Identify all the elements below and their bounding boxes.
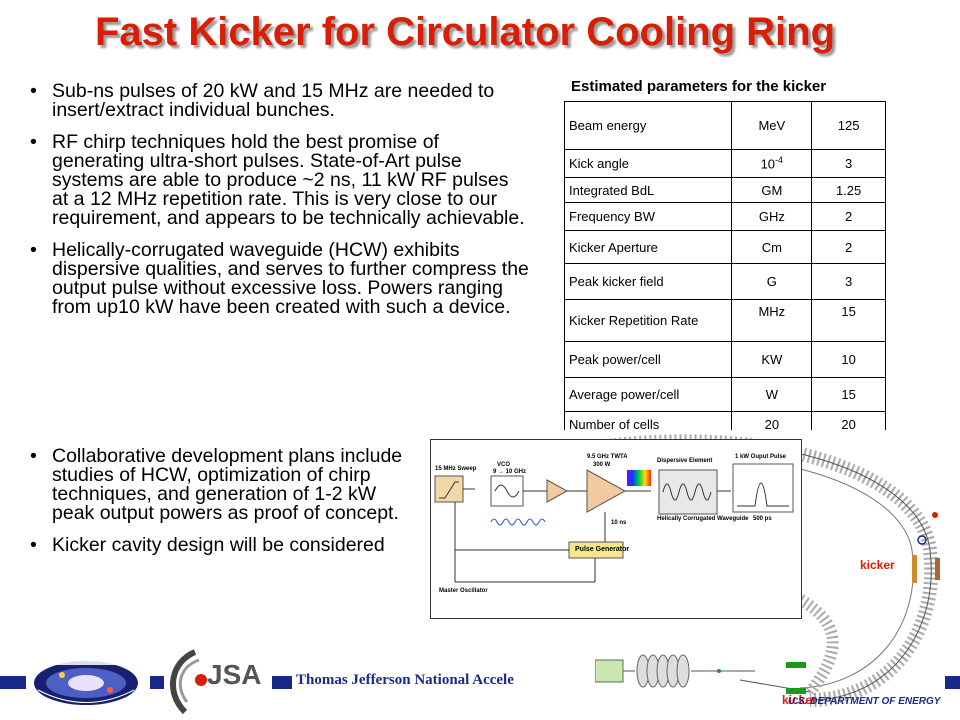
param-unit: W: [731, 377, 813, 412]
table-row: Beam energy MeV 125: [564, 101, 886, 150]
param-value: 2: [811, 202, 886, 231]
footer-bar-segment: [945, 676, 960, 689]
param-unit: GHz: [731, 202, 813, 231]
param-unit: KW: [731, 341, 813, 378]
param-name: Peak kicker field: [564, 263, 733, 300]
param-value: 2: [811, 230, 886, 264]
rf-chirp-block-diagram: 15 MHz Sweep VCO 9 → 10 GHz 9.5 GHz TWTA…: [430, 439, 802, 619]
kicker-label: kicker: [860, 558, 895, 572]
table-row: Number of cells 20 20: [564, 411, 886, 430]
sweep-label: 15 MHz Sweep: [435, 466, 477, 472]
bullet-item: Kicker cavity design will be considered: [30, 535, 415, 555]
twta-label: 9.5 GHz TWTA: [587, 454, 628, 460]
footer-bar-segment: [150, 676, 164, 689]
bullet-item: RF chirp techniques hold the best promis…: [30, 132, 530, 228]
params-table-title: Estimated parameters for the kicker: [571, 78, 827, 95]
param-value: 15: [811, 377, 886, 412]
twta-power-label: 300 W: [593, 462, 611, 468]
param-value: 15: [811, 299, 886, 342]
svg-text:JSA: JSA: [207, 659, 261, 690]
params-table-container: Beam energy MeV 125 Kick angle 10-4 3 In…: [564, 101, 886, 430]
table-row: Kick angle 10-4 3: [564, 149, 886, 178]
param-unit: GM: [731, 177, 813, 203]
footer-lab-name: Thomas Jefferson National Accele: [296, 672, 514, 688]
jsa-logo: JSA: [169, 649, 261, 715]
table-row: Frequency BW GHz 2: [564, 202, 886, 231]
param-name: Number of cells: [564, 411, 733, 430]
param-name: Frequency BW: [564, 202, 733, 231]
accelerator-components: [595, 654, 755, 688]
kicker-label: kicker: [782, 693, 817, 707]
param-value: 10: [811, 341, 886, 378]
param-unit: MHz: [731, 299, 813, 342]
master-oscillator-label: Master Oscillator: [439, 588, 488, 594]
doe-wordmark: U.S. DEPARTMENT OF ENERGY: [788, 696, 941, 707]
bullet-item: Helically-corrugated waveguide (HCW) exh…: [30, 240, 530, 317]
table-row: Peak power/cell KW 10: [564, 341, 886, 378]
pulse-generator-label: Pulse Generator: [575, 546, 630, 553]
param-name: Kicker Repetition Rate: [564, 299, 733, 342]
ns-label: 10 ns: [611, 520, 627, 526]
param-value: 1.25: [811, 177, 886, 203]
footer-bar-segment: [0, 676, 26, 689]
param-unit-exponent: -4: [775, 155, 784, 166]
param-unit-cell: 10-4: [731, 149, 813, 178]
params-table: Beam energy MeV 125 Kick angle 10-4 3 In…: [564, 101, 886, 430]
param-unit: Cm: [731, 230, 813, 264]
table-row: Integrated BdL GM 1.25: [564, 177, 886, 203]
footer-bar-segment: [272, 676, 292, 689]
param-name: Average power/cell: [564, 377, 733, 412]
bullet-item: Collaborative development plans include …: [30, 446, 415, 523]
output-pulse-label: 1 kW Ouput Pulse: [735, 454, 787, 460]
vco-label: VCO: [497, 462, 511, 468]
param-unit: G: [731, 263, 813, 300]
block-diagram-drawing: [434, 463, 794, 583]
param-value: 20: [811, 411, 886, 430]
param-name: Peak power/cell: [564, 341, 733, 378]
param-unit: 20: [731, 411, 813, 430]
param-value: 125: [811, 101, 886, 150]
param-name: Beam energy: [564, 101, 733, 150]
param-name: Kick angle: [564, 149, 733, 178]
table-row: Average power/cell W 15: [564, 377, 886, 412]
param-name: Kicker Aperture: [564, 230, 733, 264]
param-unit: MeV: [731, 101, 813, 150]
bullet-item: Sub-ns pulses of 20 kW and 15 MHz are ne…: [30, 81, 530, 120]
hcw-label: Helically Corrugated Waveguide: [657, 516, 749, 522]
vco-range-label: 9 → 10 GHz: [493, 469, 527, 475]
table-row: Kicker Aperture Cm 2: [564, 230, 886, 264]
table-row: Kicker Repetition Rate MHz 15: [564, 299, 886, 342]
param-value: 3: [811, 263, 886, 300]
param-unit: 10: [760, 156, 776, 172]
pulse-width-label: 500 ps: [753, 516, 772, 522]
param-value: 3: [811, 149, 886, 178]
param-name: Integrated BdL: [564, 177, 733, 203]
dispersive-label: Dispersive Element: [657, 458, 713, 464]
slide-title: Fast Kicker for Circulator Cooling Ring: [94, 10, 836, 54]
office-of-nuclear-physics-logo: [34, 656, 138, 705]
bullet-list-bottom: Collaborative development plans include …: [30, 446, 415, 568]
table-row: Peak kicker field G 3: [564, 263, 886, 300]
footer-bar: [0, 676, 960, 689]
bullet-list-top: Sub-ns pulses of 20 kW and 15 MHz are ne…: [30, 81, 530, 330]
